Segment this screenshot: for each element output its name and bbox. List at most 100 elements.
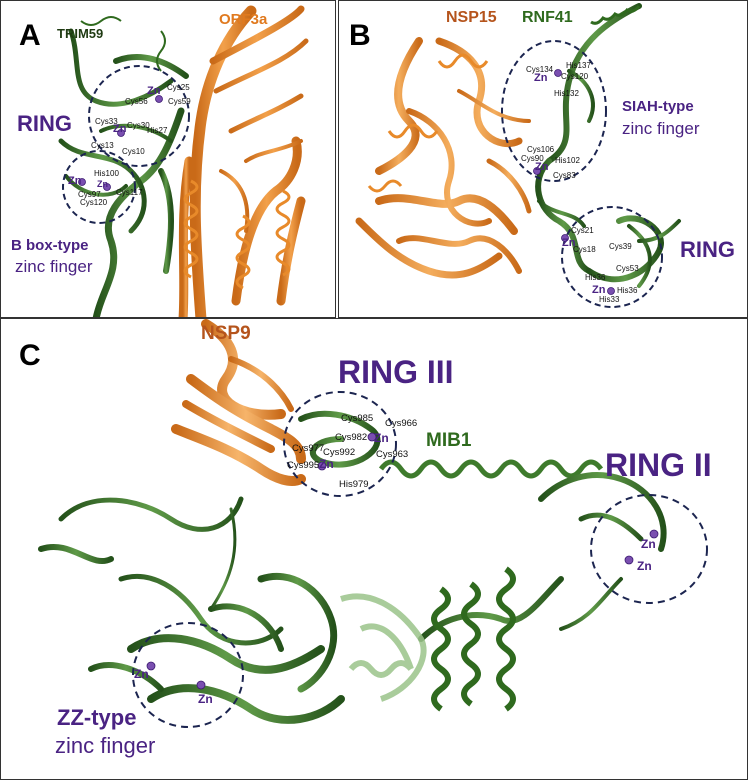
ring3-domain-label: RING III (338, 354, 454, 390)
panel-b-domain-circles (501, 40, 663, 308)
residue-label: Cys120 (561, 72, 589, 81)
zn-label: Zn (97, 179, 108, 189)
siah-domain-label-line1: SIAH-type (622, 98, 694, 115)
zn-label: Zn (637, 559, 652, 573)
zn-label: Zn (113, 123, 127, 135)
bbox-domain-label-line1: B box-type (11, 237, 89, 254)
nsp15-helix-coils (367, 53, 489, 193)
siah-domain-circle (501, 40, 607, 182)
residue-label: Cys982 (335, 432, 368, 443)
trim59-ribbon (58, 28, 189, 317)
zz-domain-circle (132, 622, 244, 728)
residue-label: Cys106 (527, 145, 555, 154)
residue-label: Cys83 (553, 171, 576, 180)
ring-domain-label: RING (17, 111, 72, 136)
zn-label: Zn (68, 175, 82, 187)
orf3a-ribbon (178, 5, 309, 317)
panel-b: B NSP15 RNF41 SIAH-type zinc finger RING… (338, 0, 748, 318)
residue-label: Cys21 (571, 226, 594, 235)
zn-label: Zn (534, 72, 548, 84)
residue-label: Cys33 (95, 117, 118, 126)
zn-label: Zn (147, 85, 161, 97)
zn-label: Zn (641, 537, 656, 551)
orf3a-label: ORF3a (219, 11, 268, 28)
residue-label: His100 (94, 169, 119, 178)
panel-b-letter: B (349, 19, 371, 52)
panel-a: A ORF3a TRIM59 RING B box-type zinc fing… (0, 0, 336, 318)
nsp9-ribbon (171, 319, 306, 486)
zn-label: Zn (592, 284, 606, 296)
mib1-helix-cluster (431, 566, 516, 712)
panel-a-structure (58, 5, 309, 317)
residue-label: His979 (339, 479, 369, 490)
rnf41-ribbon (535, 3, 681, 288)
nsp15-label: NSP15 (446, 9, 497, 26)
ring-domain-label: RING (680, 237, 735, 262)
mib1-label: MIB1 (426, 430, 472, 451)
bbox-domain-label-line2: zinc finger (15, 257, 93, 276)
residue-label: Cys59 (168, 97, 191, 106)
residue-label: His102 (555, 156, 580, 165)
trim59-label: TRIM59 (57, 26, 104, 41)
residue-label: Cys963 (376, 449, 409, 460)
panel-a-letter: A (19, 19, 41, 52)
mib1-translucent-domain (340, 593, 427, 702)
residue-label: His36 (617, 286, 638, 295)
panel-c-structure (38, 319, 708, 728)
residue-label: Cys90 (521, 154, 544, 163)
residue-label: His137 (566, 61, 591, 70)
residue-label: His33 (599, 295, 620, 304)
residue-label: His36 (585, 273, 606, 282)
mib1-linker-helix (378, 459, 604, 479)
nsp15-ribbon (355, 37, 532, 279)
zn-label: Zn (535, 161, 549, 173)
rnf41-helix-coil (590, 5, 641, 25)
orf3a-helix-coils (183, 179, 291, 290)
residue-label: Cys30 (127, 121, 150, 130)
ring2-domain-label: RING II (605, 447, 712, 483)
zz-domain-label-line2: zinc finger (55, 733, 156, 758)
bbox-domain-circle (62, 150, 136, 224)
residue-label: Cys966 (385, 418, 418, 429)
panel-c: C NSP9 MIB1 RING III RING II ZZ-type zin… (0, 318, 748, 780)
residue-label: His132 (554, 89, 579, 98)
ring-domain-circle (88, 65, 190, 167)
residue-label: Cys18 (573, 245, 596, 254)
residue-label: Cys39 (609, 242, 632, 251)
residue-label: Cys53 (616, 264, 639, 273)
panel-a-domain-circles (62, 65, 190, 224)
zz-domain-label-line1: ZZ-type (57, 705, 137, 730)
siah-domain-label-line2: zinc finger (622, 119, 700, 138)
zn-label: Zn (374, 431, 389, 445)
rnf41-label: RNF41 (522, 9, 573, 26)
zinc-atoms (146, 432, 659, 690)
residue-label: His27 (147, 126, 168, 135)
panel-b-structure (355, 3, 681, 308)
panel-c-letter: C (19, 339, 41, 372)
residue-label: Cys134 (526, 65, 554, 74)
zinc-atoms (78, 95, 163, 191)
ring3-domain-circle (283, 391, 397, 497)
zn-label: Zn (562, 237, 576, 249)
residue-label: Cys56 (125, 97, 148, 106)
residue-label: Cys977 (292, 443, 325, 454)
zinc-atoms (533, 69, 615, 295)
panel-c-domain-circles (132, 391, 708, 728)
zn-label: Zn (319, 457, 334, 471)
ring-domain-circle (561, 206, 663, 308)
residue-label: Cys992 (323, 447, 356, 458)
residue-label: Cys985 (341, 413, 374, 424)
zn-label: Zn (134, 667, 149, 681)
residue-label: Cys25 (167, 83, 190, 92)
trim59-coil (80, 16, 166, 72)
residue-label: Cys10 (122, 147, 145, 156)
residue-label: Cys117 (116, 188, 143, 197)
mib1-ribbon (38, 410, 667, 724)
residue-label: Cys995 (287, 460, 320, 471)
residue-label: Cys97 (78, 190, 101, 199)
residue-label: Cys120 (80, 198, 108, 207)
nsp9-label: NSP9 (201, 323, 251, 344)
ring2-domain-circle (590, 494, 708, 604)
zn-label: Zn (198, 692, 213, 706)
residue-label: Cys13 (91, 141, 114, 150)
